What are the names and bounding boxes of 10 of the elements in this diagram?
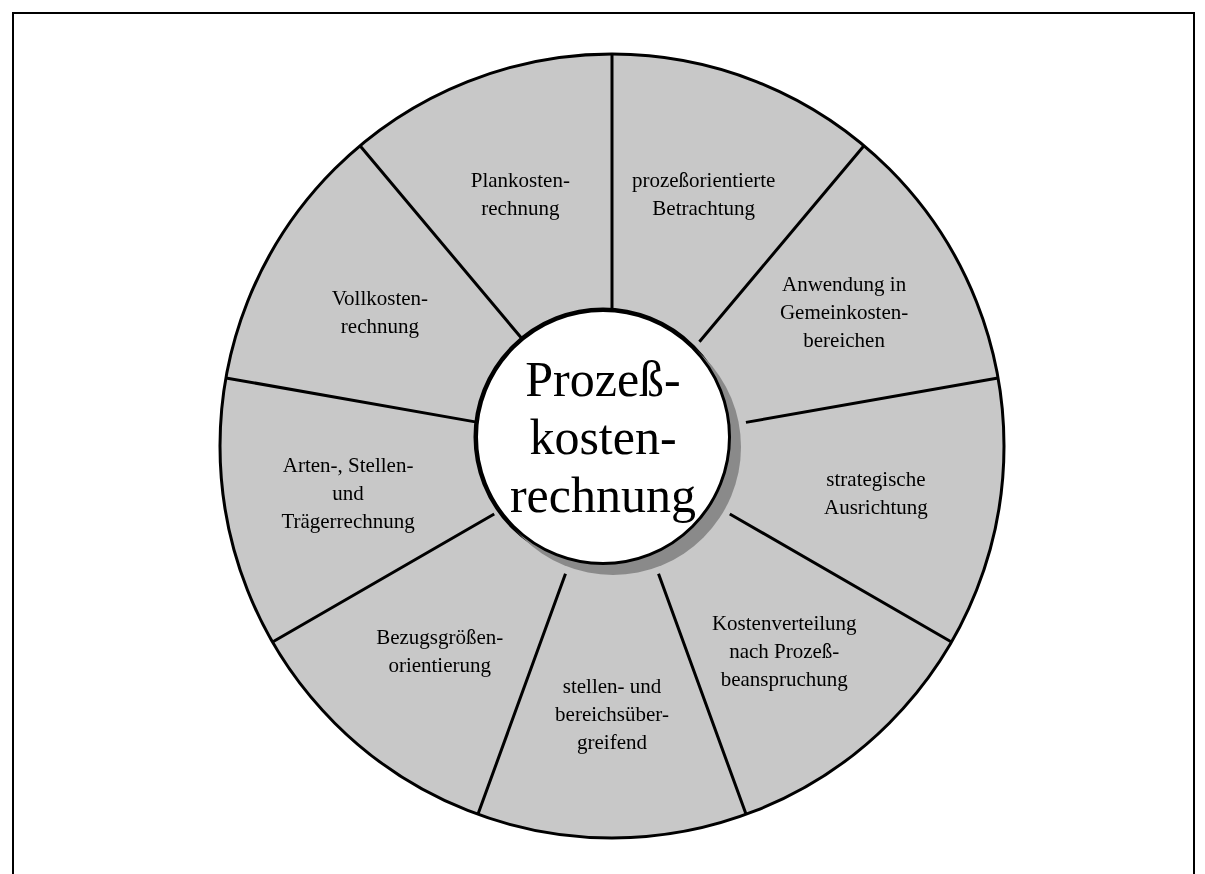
segment-label: stellen- und bereichsüber- greifend [542, 672, 682, 756]
segment-label: Arten-, Stellen- und Trägerrechnung [265, 450, 431, 535]
segment-label: Plankosten- rechnung [455, 166, 586, 223]
segment-label: Bezugsgrößen- orientierung [364, 623, 515, 680]
segment-label: Kostenverteilung nach Prozeß- beanspruchung [696, 609, 872, 694]
segment-label: prozeßorientierte Betrachtung [616, 166, 792, 223]
center-title: Prozeß- kosten- rechnung [508, 350, 697, 524]
segment-label: strategische Ausrichtung [810, 464, 941, 521]
segment-label: Vollkosten- rechnung [314, 284, 445, 340]
segment-label: Anwendung in Gemeinkosten- bereichen [764, 270, 925, 354]
